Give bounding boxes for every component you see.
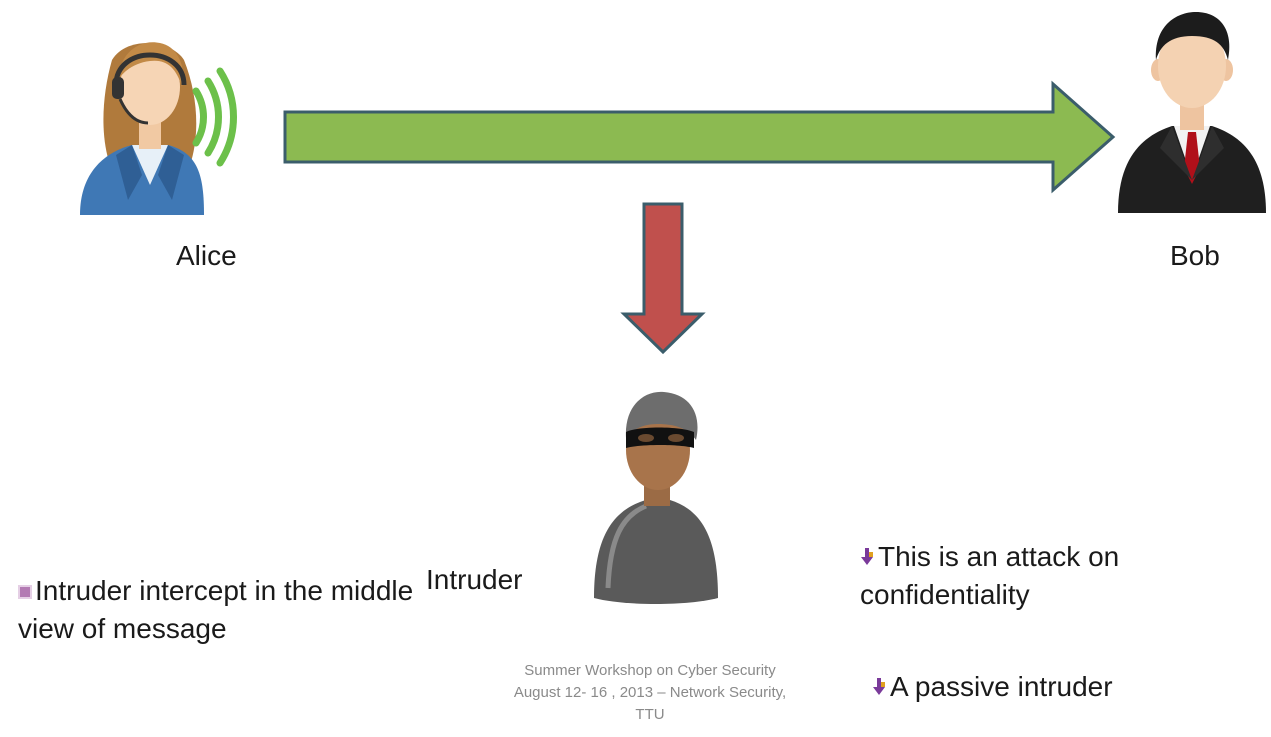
arrow-bullet-icon [861, 548, 873, 565]
note-intercept: Intruder intercept in the middle view of… [18, 572, 418, 648]
footer-line-3: TTU [635, 706, 665, 723]
alice-label: Alice [176, 240, 237, 271]
alice-avatar-icon [80, 42, 237, 215]
square-bullet-icon [18, 585, 32, 599]
intercept-arrow-icon [620, 202, 706, 355]
bob-label: Bob [1170, 240, 1220, 271]
note-passive-intruder-text: A passive intruder [890, 671, 1113, 702]
note-intercept-text: Intruder intercept in the middle view of… [18, 575, 414, 644]
note-passive-intruder: A passive intruder [872, 668, 1202, 706]
footer-line-1: Summer Workshop on Cyber Security [524, 662, 776, 679]
note-confidentiality-text: This is an attack on confidentiality [860, 541, 1120, 610]
arrow-bullet-icon [873, 678, 885, 695]
intruder-label: Intruder [426, 564, 523, 595]
bob-avatar-icon [1118, 12, 1266, 213]
message-arrow-icon [283, 80, 1116, 194]
intruder-avatar-icon [594, 391, 718, 604]
slide-footer: Summer Workshop on Cyber Security August… [450, 660, 850, 726]
note-confidentiality: This is an attack on confidentiality [860, 538, 1190, 614]
footer-line-2: August 12- 16 , 2013 – Network Security, [513, 684, 787, 701]
